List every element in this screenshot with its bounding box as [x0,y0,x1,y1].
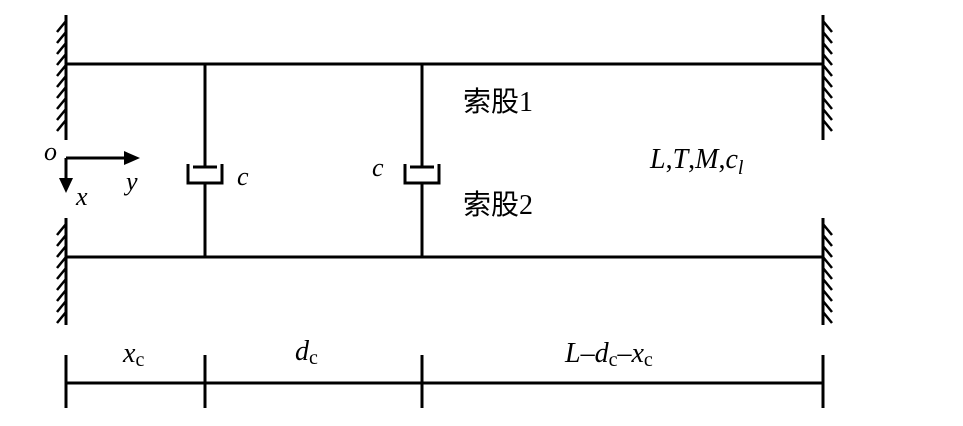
strand-2-label: 索股2 [463,189,533,221]
hatch-mark [822,234,833,247]
hatch-mark [56,119,67,132]
hatch-mark [822,75,833,88]
strand-1-label: 索股1 [463,86,533,118]
hatch-mark [56,31,67,44]
damper-2 [403,64,441,257]
hatch-mark [56,278,67,291]
hatch-mark [822,245,833,258]
hatch-mark [56,311,67,324]
hatch-mark [822,289,833,302]
hatch-mark [822,278,833,291]
x-axis-arrow-icon [59,178,73,193]
hatch-mark [56,53,67,66]
hatch-mark [56,75,67,88]
hatch-mark [822,256,833,269]
cable-parameters-label: L,T,M,cl [649,144,744,179]
hatch-mark [822,53,833,66]
hatch-mark [822,86,833,99]
hatch-mark [56,223,67,236]
damper-1 [186,64,224,257]
coordinate-axes [64,156,124,180]
damper-1-label: c [237,162,249,191]
hatch-mark [56,289,67,302]
hatch-mark [822,119,833,132]
dimension-line [64,355,825,408]
hatch-mark [56,108,67,121]
hatch-mark [822,267,833,280]
hatch-mark [56,267,67,280]
axis-y-label: y [123,167,138,196]
hatch-mark [56,42,67,55]
dimension-dc-label: dc [295,336,318,369]
origin-label: o [44,137,57,166]
hatch-mark [56,97,67,110]
hatch-mark [822,108,833,121]
y-axis-arrow-icon [124,151,140,165]
hatch-mark [56,86,67,99]
hatch-mark [56,234,67,247]
hatch-mark [822,97,833,110]
hatch-mark [56,300,67,313]
hatch-mark [822,42,833,55]
damper-2-label: c [372,153,384,182]
hatch-mark [822,20,833,33]
hatch-mark [56,256,67,269]
axis-x-label: x [75,182,88,211]
hatch-mark [822,311,833,324]
hatch-mark [822,223,833,236]
dimension-remaining-label: L–dc–xc [564,338,653,371]
dimension-xc-label: xc [122,338,144,371]
hatch-mark [56,245,67,258]
hatch-mark [822,64,833,77]
wall-hatching [56,20,833,324]
hatch-mark [822,31,833,44]
hatch-mark [822,300,833,313]
hatch-mark [56,64,67,77]
hatch-mark [56,20,67,33]
